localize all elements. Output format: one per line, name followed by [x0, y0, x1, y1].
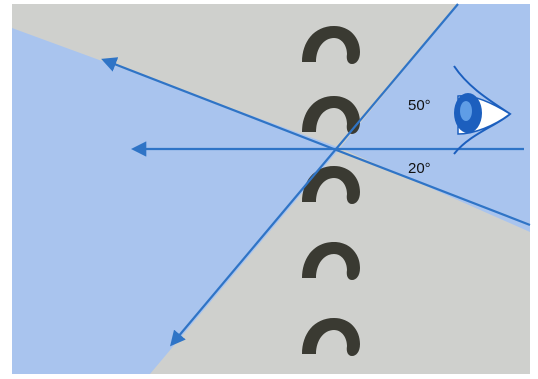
- lower-field-ray: [170, 3, 459, 347]
- hook-shape: [302, 166, 360, 204]
- left-field-region: [12, 28, 340, 374]
- hook-shape: [302, 318, 360, 356]
- right-field-region: [340, 4, 530, 232]
- eye-icon: [453, 65, 512, 155]
- hook-shape: [302, 96, 360, 134]
- upper-field-ray: [101, 57, 531, 227]
- eye-pupil-highlight: [460, 101, 472, 121]
- upper-angle-label: 50°: [408, 97, 431, 114]
- hook-shape: [302, 26, 360, 64]
- hook-objects: [302, 26, 360, 356]
- lower-angle-label: 20°: [408, 160, 431, 177]
- hook-shape: [302, 242, 360, 280]
